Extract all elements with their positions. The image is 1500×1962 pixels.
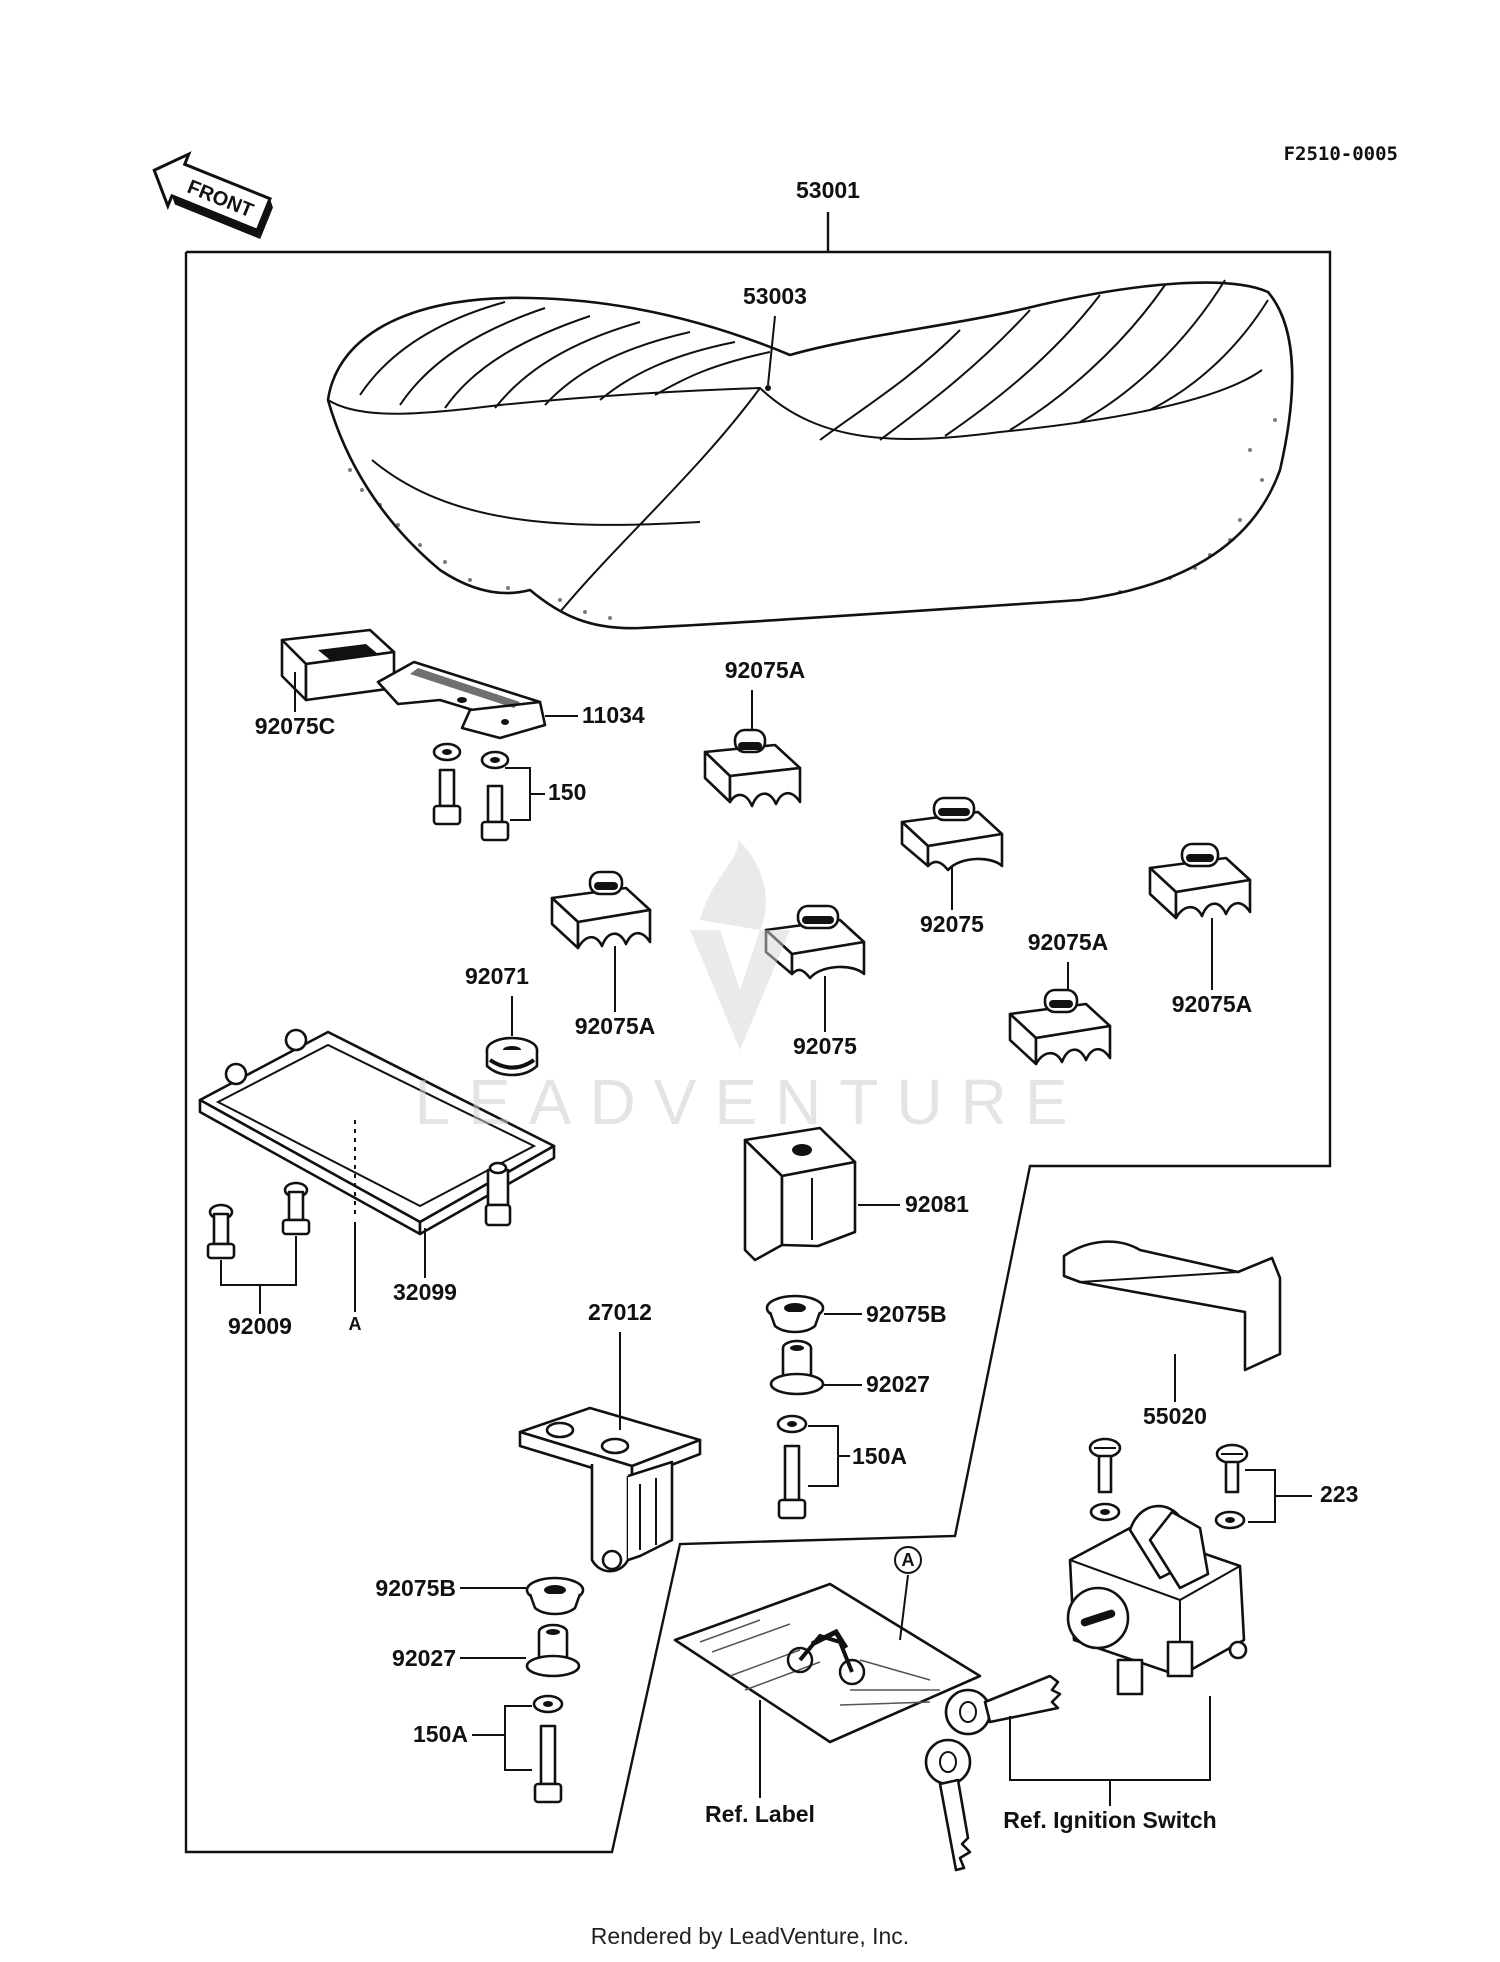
damper-92075c: [280, 628, 396, 702]
clip-92081: [743, 1126, 857, 1262]
label-92075b-right: 92075B: [866, 1301, 947, 1327]
diagram-code: F2510-0005: [1284, 143, 1398, 165]
ignition-switch: [1066, 1504, 1248, 1696]
label-92075a-far-right: 92075A: [1172, 991, 1253, 1017]
label-92071: 92071: [465, 963, 529, 989]
screws-92009: [206, 1181, 311, 1260]
grommet-92071: [485, 1036, 539, 1077]
label-92075b-left: 92075B: [375, 1575, 456, 1601]
label-92081: 92081: [905, 1191, 969, 1217]
ref-label-card: [673, 1582, 982, 1744]
label-223: 223: [1320, 1481, 1358, 1507]
keys-icon: [924, 1674, 1062, 1872]
footer-credit: Rendered by LeadVenture, Inc.: [591, 1923, 909, 1949]
damper-92075b-right: [765, 1294, 825, 1334]
label-150: 150: [548, 779, 586, 805]
bolt-150a-left: [532, 1694, 564, 1804]
label-11034: 11034: [582, 702, 645, 728]
hinge-27012: [518, 1406, 702, 1573]
cover-55020: [1062, 1240, 1282, 1372]
assembly-boundary: [184, 250, 1332, 1854]
watermark-text: LEADVENTURE: [415, 1066, 1086, 1138]
label-92075a-lower-right: 92075A: [1028, 929, 1109, 955]
label-53001: 53001: [796, 177, 860, 203]
label-92075a-left: 92075A: [575, 1013, 656, 1039]
motorcycle-icon: [786, 1628, 866, 1686]
label-92075c: 92075C: [255, 713, 336, 739]
damper-92075a-far-right: [1148, 842, 1252, 920]
damper-92075-right: [900, 796, 1004, 872]
label-92075-right: 92075: [920, 911, 984, 937]
tray-32099: [198, 1028, 556, 1236]
damper-92075b-left: [525, 1576, 585, 1616]
bracket-11034: [376, 660, 547, 740]
label-92009: 92009: [228, 1313, 292, 1339]
label-32099: 32099: [393, 1279, 457, 1305]
label-55020: 55020: [1143, 1403, 1207, 1429]
label-92075-center: 92075: [793, 1033, 857, 1059]
label-92027-right: 92027: [866, 1371, 930, 1397]
front-arrow-icon: FRONT: [152, 151, 273, 239]
damper-92075a-lower-right: [1008, 988, 1112, 1066]
bolt-150a-right: [776, 1414, 808, 1520]
label-92027-left: 92027: [392, 1645, 456, 1671]
bolts-150: [432, 742, 510, 842]
collar-92027-right: [769, 1339, 825, 1396]
ref-a-small: A: [349, 1314, 362, 1334]
label-ref-ignition: Ref. Ignition Switch: [1003, 1807, 1216, 1833]
label-150a-right: 150A: [852, 1443, 907, 1469]
watermark: LEADVENTURE: [415, 840, 1086, 1138]
screws-223: [1088, 1437, 1249, 1530]
label-150a-left: 150A: [413, 1721, 468, 1747]
collar-92027-left: [525, 1623, 581, 1678]
damper-92075a-top: [703, 728, 802, 808]
label-27012: 27012: [588, 1299, 652, 1325]
label-53003: 53003: [743, 283, 807, 309]
label-ref-label: Ref. Label: [705, 1801, 815, 1827]
seat-illustration: [326, 279, 1294, 630]
ref-a-circle: A: [902, 1550, 915, 1570]
label-92075a-top: 92075A: [725, 657, 806, 683]
damper-92075a-left: [550, 870, 652, 950]
